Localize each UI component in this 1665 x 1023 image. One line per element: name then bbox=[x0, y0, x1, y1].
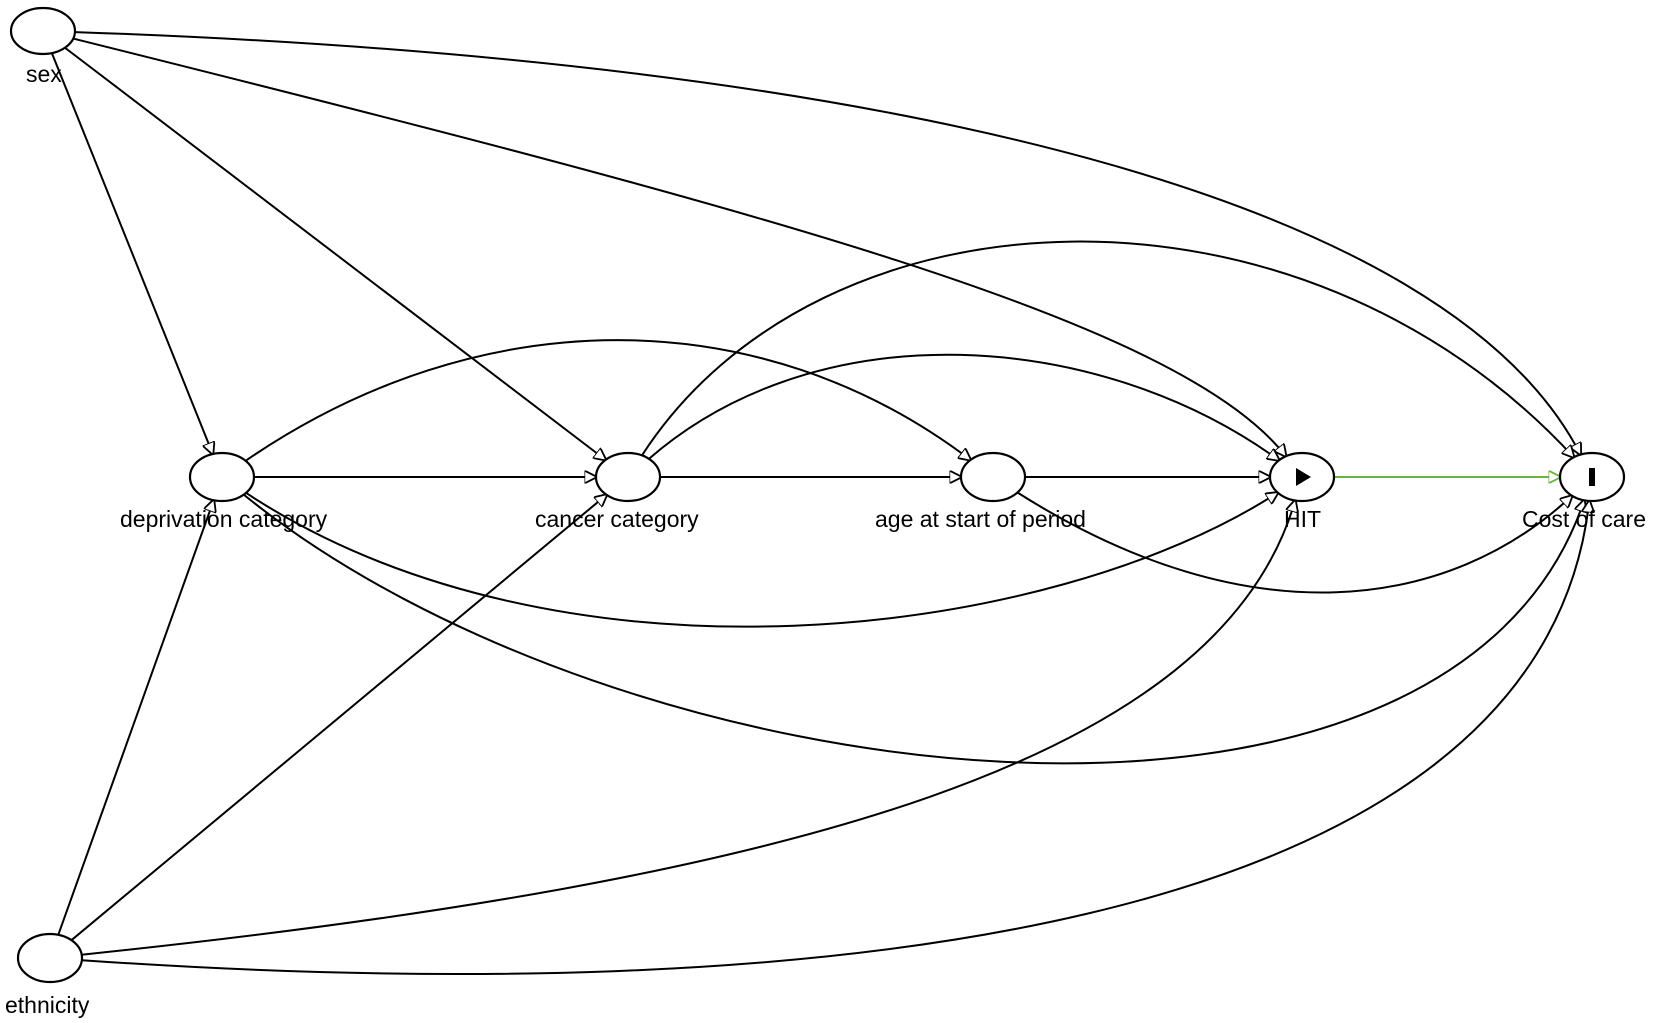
node-age[interactable]: age at start of period bbox=[875, 451, 1086, 532]
node-sex-ellipse[interactable] bbox=[9, 6, 77, 56]
node-sex[interactable]: sex bbox=[9, 6, 77, 87]
node-age-label: age at start of period bbox=[875, 506, 1086, 532]
edge-ethnicity-cost bbox=[81, 501, 1589, 975]
edge-ethnicity-hit bbox=[81, 500, 1296, 956]
node-cancer-ellipse[interactable] bbox=[594, 451, 662, 503]
node-deprivation-label: deprivation category bbox=[120, 506, 328, 532]
node-cancer[interactable]: cancer category bbox=[535, 451, 699, 532]
edge-ethnicity-cancer bbox=[70, 495, 606, 941]
edge-cancer-cost bbox=[641, 240, 1574, 458]
edge-ethnicity-deprivation bbox=[57, 500, 213, 936]
node-deprivation-ellipse[interactable] bbox=[188, 451, 256, 503]
edge-cancer-hit bbox=[648, 353, 1279, 461]
node-age-ellipse[interactable] bbox=[959, 451, 1027, 503]
edges-layer bbox=[50, 31, 1589, 975]
node-hit-label: HIT bbox=[1284, 506, 1321, 532]
edge-sex-cost bbox=[74, 31, 1581, 455]
node-cost[interactable]: Cost of care bbox=[1522, 451, 1646, 532]
node-ethnicity[interactable]: ethnicity bbox=[5, 932, 90, 1018]
node-cancer-label: cancer category bbox=[535, 506, 699, 532]
node-sex-label: sex bbox=[26, 61, 62, 87]
node-hit[interactable]: HIT bbox=[1268, 451, 1336, 532]
edge-sex-deprivation bbox=[50, 52, 213, 454]
node-ethnicity-ellipse[interactable] bbox=[16, 932, 84, 984]
edge-deprivation-cost bbox=[243, 493, 1584, 765]
node-ethnicity-label: ethnicity bbox=[5, 992, 90, 1018]
edge-deprivation-hit bbox=[245, 493, 1278, 628]
edge-sex-cancer bbox=[64, 46, 606, 460]
node-cost-label: Cost of care bbox=[1522, 506, 1646, 532]
node-deprivation[interactable]: deprivation category bbox=[120, 451, 328, 532]
edge-sex-hit bbox=[72, 37, 1286, 457]
edge-deprivation-age bbox=[245, 339, 971, 461]
nodes-layer: sex deprivation category cancer category ag… bbox=[5, 6, 1646, 1018]
edge-age-cost bbox=[1016, 491, 1572, 594]
play-icon bbox=[1296, 468, 1311, 486]
bar-icon bbox=[1589, 468, 1595, 486]
